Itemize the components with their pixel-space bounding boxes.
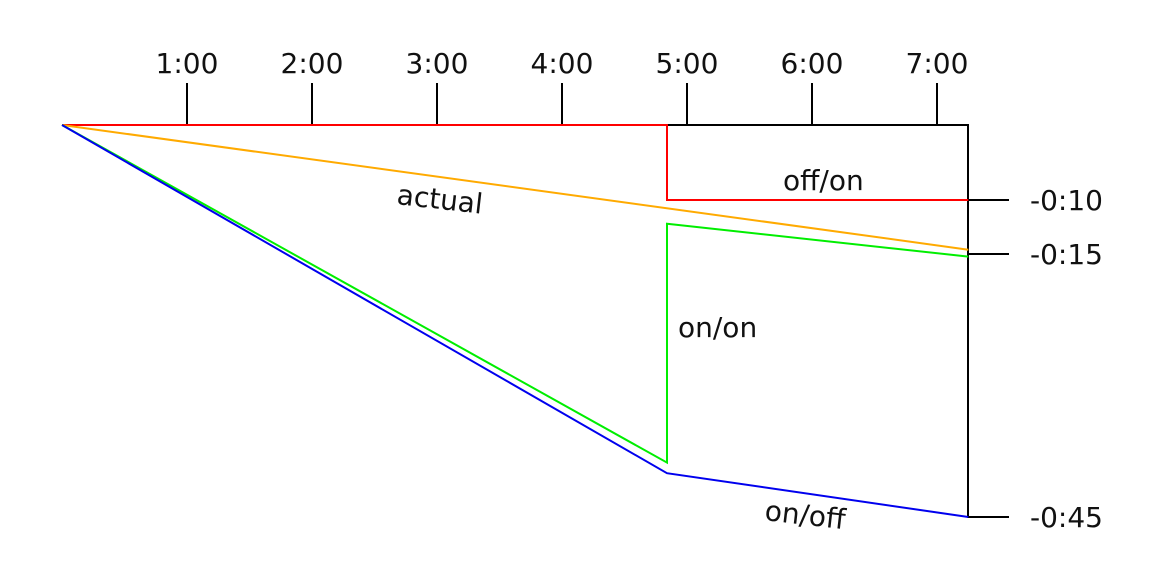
label-on-off: on/off [763, 494, 848, 536]
x-tick-label: 6:00 [781, 47, 844, 80]
series-line-on-on [61, 124, 969, 465]
label-actual: actual [395, 178, 484, 221]
frame [667, 124, 969, 518]
x-tick-label: 3:00 [406, 47, 469, 80]
label-off-on: off/on [783, 164, 864, 197]
x-tick-label: 1:00 [156, 47, 219, 80]
y-tick-label: -0:15 [1030, 238, 1103, 271]
x-tick-label: 7:00 [906, 47, 969, 80]
x-tick-label: 4:00 [531, 47, 594, 80]
y-tick-label: -0:10 [1030, 184, 1103, 217]
y-tick-label: -0:45 [1030, 501, 1103, 534]
x-tick-label: 2:00 [281, 47, 344, 80]
series-line-on-off [61, 124, 969, 518]
series-line-actual [61, 124, 969, 251]
series-line-off-on [62, 124, 969, 201]
label-on-on: on/on [678, 311, 757, 344]
x-tick-label: 5:00 [656, 47, 719, 80]
